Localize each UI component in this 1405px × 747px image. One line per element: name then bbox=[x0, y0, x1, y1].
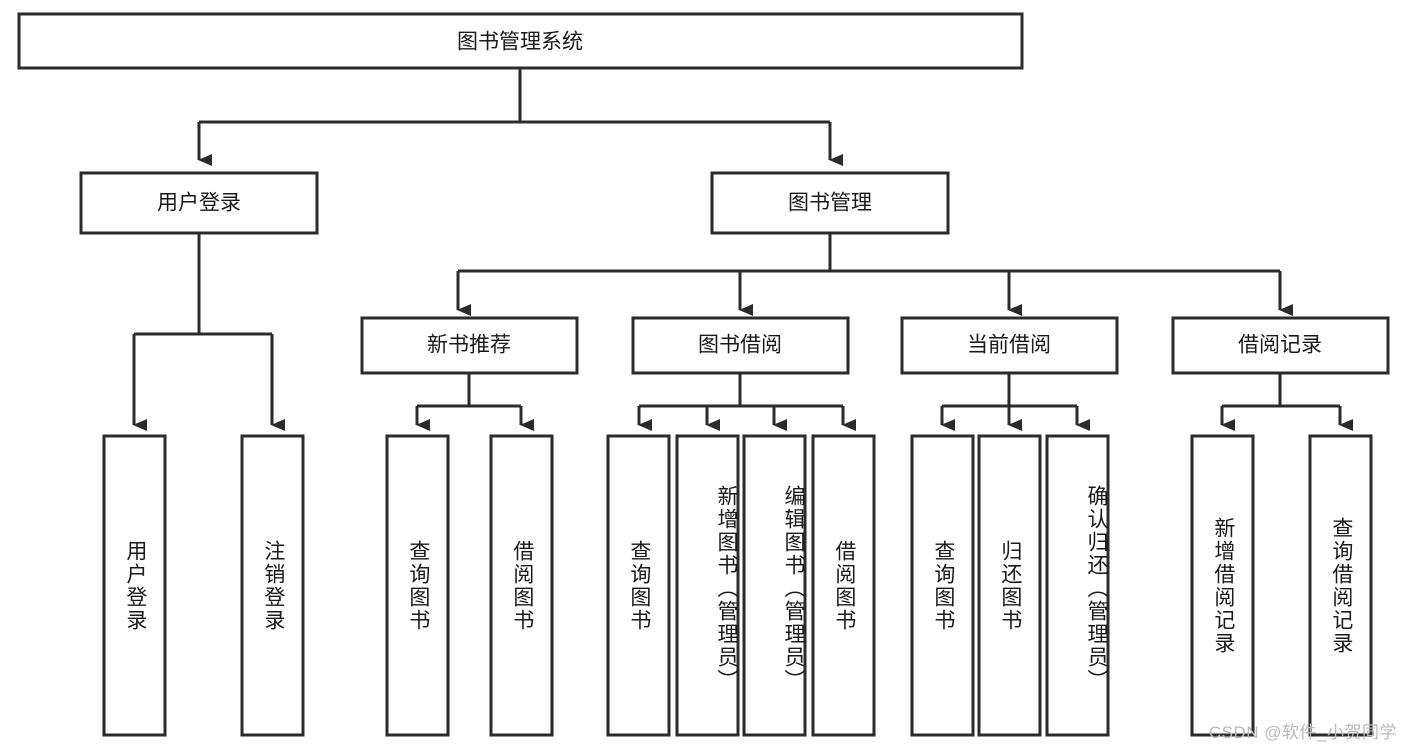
node-new-book-recommend[interactable]: 新书推荐 bbox=[360, 316, 579, 375]
node-user-login-label: 用户登录 bbox=[157, 192, 241, 215]
leaf-box-logout[interactable] bbox=[240, 434, 305, 737]
leaf-box-add-book[interactable] bbox=[675, 434, 740, 737]
leaf-box-query-borrow-record[interactable] bbox=[1308, 434, 1373, 737]
node-user-login[interactable]: 用户登录 bbox=[79, 171, 319, 235]
node-book-borrow[interactable]: 图书借阅 bbox=[631, 316, 850, 375]
leaf-box-borrow-book-2[interactable] bbox=[811, 434, 876, 737]
leaf-box-query-book-3[interactable] bbox=[910, 434, 975, 737]
connector-new-book-to-leaves bbox=[415, 373, 534, 431]
connector-user-login-to-leaves bbox=[132, 233, 285, 431]
leaf-box-return-book[interactable] bbox=[977, 434, 1042, 737]
node-current-borrow[interactable]: 当前借阅 bbox=[900, 316, 1119, 375]
node-current-borrow-label: 当前借阅 bbox=[967, 334, 1051, 357]
connector-current-borrow-to-leaves bbox=[940, 373, 1090, 431]
leaf-box-borrow-book-1[interactable] bbox=[489, 434, 554, 737]
node-book-management-label: 图书管理 bbox=[788, 192, 872, 215]
node-borrow-record[interactable]: 借阅记录 bbox=[1171, 316, 1390, 375]
node-borrow-record-label: 借阅记录 bbox=[1238, 334, 1322, 357]
leaf-box-query-book-2[interactable] bbox=[606, 434, 671, 737]
node-root-label: 图书管理系统 bbox=[457, 31, 583, 54]
node-book-borrow-label: 图书借阅 bbox=[698, 334, 782, 357]
connector-root-to-level2 bbox=[197, 68, 843, 166]
connector-book-mgmt-to-level3 bbox=[456, 233, 1293, 316]
leaf-box-add-borrow-record[interactable] bbox=[1190, 434, 1255, 737]
csdn-watermark: CSDN @软件_小贺同学 bbox=[1208, 723, 1397, 742]
connector-borrow-record-to-leaves bbox=[1220, 373, 1353, 431]
leaf-box-user-login[interactable] bbox=[102, 434, 167, 737]
node-book-management[interactable]: 图书管理 bbox=[710, 171, 950, 235]
leaf-box-edit-book[interactable] bbox=[742, 434, 807, 737]
connector-borrow-to-leaves bbox=[637, 373, 856, 431]
leaf-box-confirm-return[interactable] bbox=[1045, 434, 1110, 737]
leaf-box-query-book-1[interactable] bbox=[385, 434, 450, 737]
node-root[interactable]: 图书管理系统 bbox=[17, 12, 1024, 70]
node-new-book-recommend-label: 新书推荐 bbox=[427, 334, 511, 357]
